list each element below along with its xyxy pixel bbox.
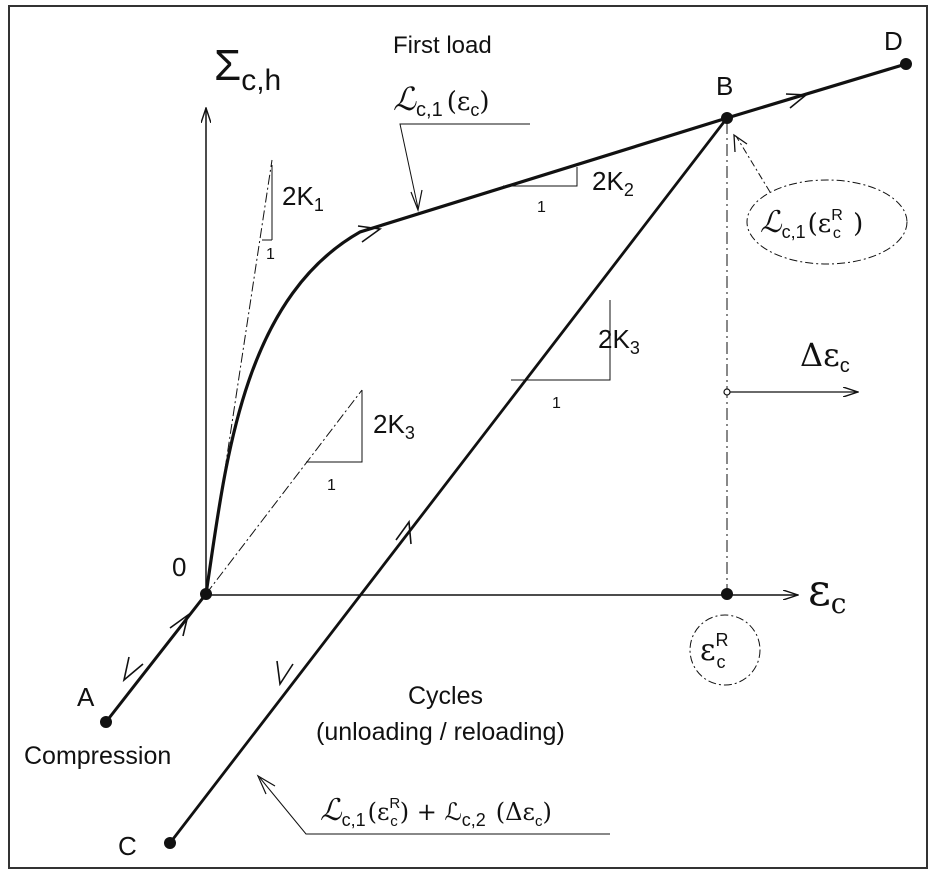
k2-label: 2K2	[592, 166, 634, 200]
k1-tangent-line	[205, 159, 273, 595]
point-d-dot	[900, 58, 912, 70]
first-load-leader-arrow-icon	[410, 189, 423, 213]
delta-eps-label: Δεc	[800, 336, 850, 377]
first-load-leader	[399, 123, 530, 209]
k2-run-label: 1	[537, 199, 546, 216]
cycles-title: Cycles	[408, 682, 483, 710]
label-b: B	[716, 71, 733, 101]
unload-arrow-icon	[276, 660, 294, 687]
point-a-dot	[100, 716, 112, 728]
point-epsR-dot	[721, 588, 733, 600]
k3-left-tangent-line	[205, 389, 363, 595]
cycles-subtitle: (unloading / reloading)	[316, 718, 565, 746]
cycles-leader	[259, 777, 610, 835]
label-origin: 0	[172, 552, 186, 582]
x-axis-label: εc	[808, 565, 846, 620]
k2-triangle	[503, 167, 578, 187]
frame	[8, 5, 928, 869]
epsR-ellipse	[689, 614, 761, 686]
k3-right-triangle	[511, 300, 611, 381]
first-load-curve	[204, 62, 907, 595]
k3-left-triangle	[306, 390, 363, 463]
b-func-leader-line	[735, 135, 771, 193]
point-b-dot	[721, 112, 733, 124]
first-load-function: ℒc,1(εc)	[393, 80, 490, 121]
k3-left-run-label: 1	[327, 477, 336, 494]
y-axis-label: Σc,h	[214, 41, 281, 97]
k3-right-run-label: 1	[552, 395, 561, 412]
label-a: A	[77, 682, 95, 712]
first-load-arrow-icon	[357, 225, 383, 243]
k1-run-label: 1	[266, 246, 275, 263]
compression-arrow-up-icon	[169, 613, 190, 637]
compression-line	[104, 593, 208, 723]
b-func-leader-arrow-icon	[733, 133, 748, 153]
compression-arrow-down-icon	[122, 656, 144, 683]
point-c-dot	[164, 837, 176, 849]
k3-left-label: 2K3	[373, 409, 415, 443]
delta-eps-origin-dot	[723, 388, 731, 396]
k3-right-label: 2K3	[598, 324, 640, 358]
k1-label: 2K1	[282, 181, 324, 215]
cycle-line	[168, 117, 729, 844]
label-c: C	[118, 831, 137, 861]
reload-arrow-icon	[395, 519, 412, 545]
first-load-title: First load	[393, 32, 492, 59]
cycles-leader-arrow-icon	[256, 774, 276, 795]
point-origin-dot	[200, 588, 212, 600]
bd-arrow-icon	[785, 93, 809, 109]
b-func-ellipse	[746, 179, 908, 265]
compression-label: Compression	[24, 742, 171, 770]
label-d: D	[884, 26, 903, 56]
